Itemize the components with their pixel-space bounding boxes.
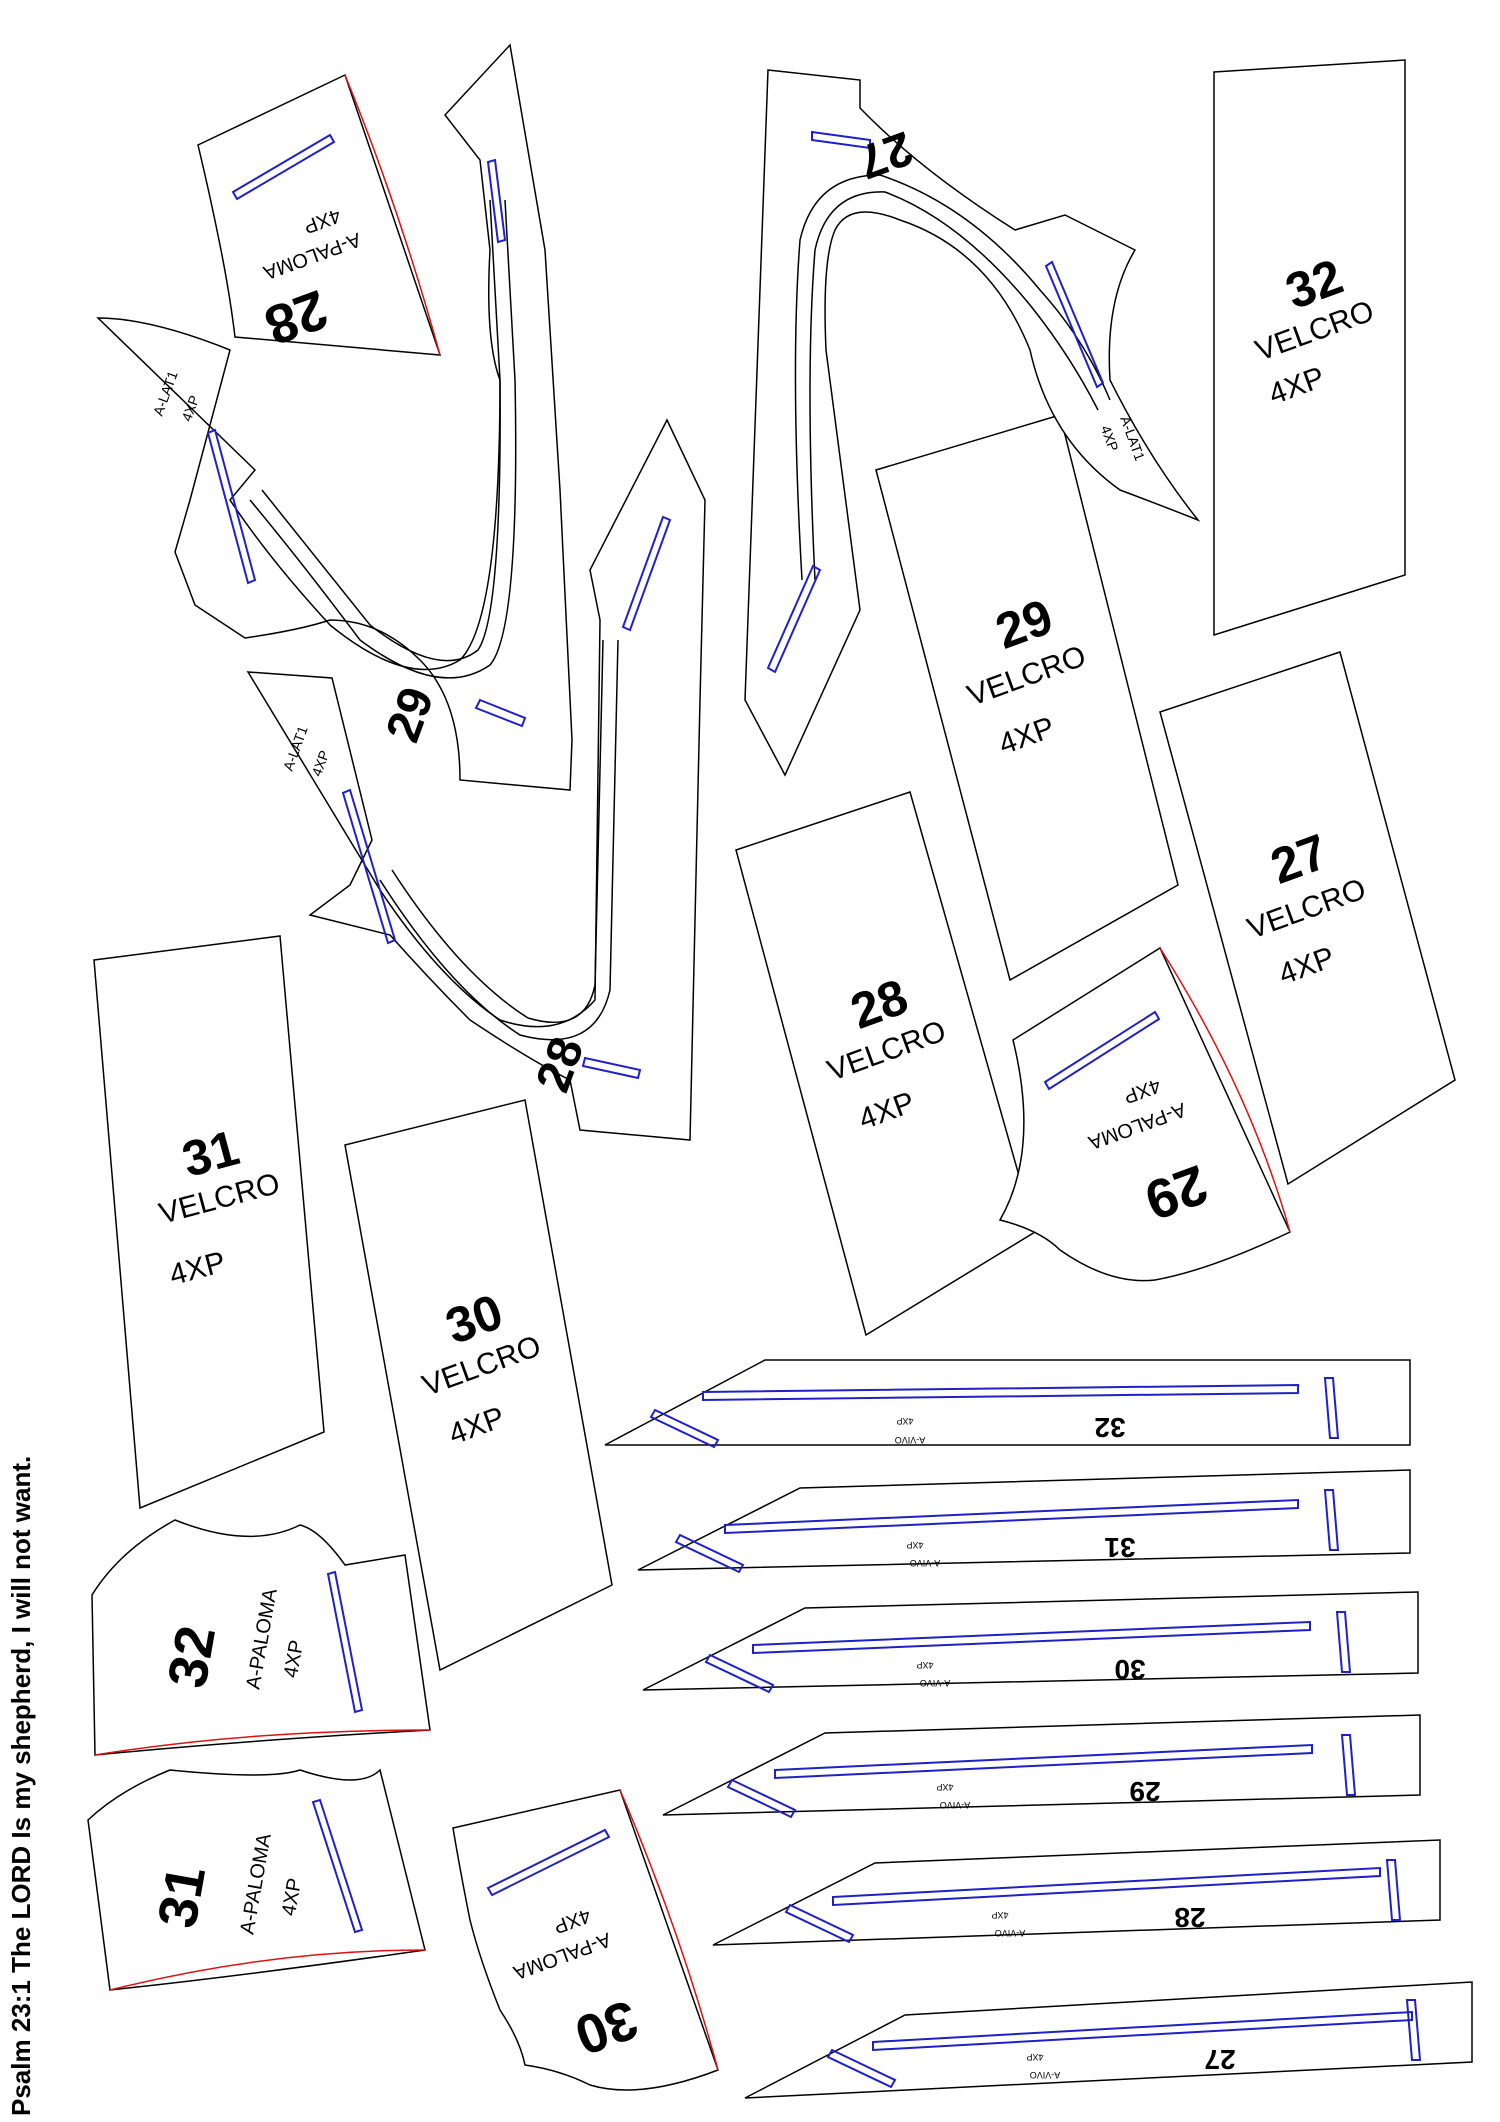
paloma-piece-29[interactable]: 29 A-PALOMA 4XP (998, 946, 1291, 1282)
vivo-strip-31[interactable]: 31 A-VIVO 4XP (637, 1469, 1411, 1574)
velcro-piece-28[interactable]: 28 VELCRO 4XP (735, 791, 1036, 1337)
strip-number: 32 (1094, 1412, 1125, 1443)
vivo-label: A-VIVO (895, 1435, 926, 1445)
lat-piece-28[interactable]: 28 A-LAT1 4XP (246, 418, 706, 1141)
velcro-piece-30[interactable]: 30 VELCRO 4XP (344, 1099, 613, 1672)
piece-number: 31 (145, 1861, 217, 1932)
size-label: 4XP (896, 1416, 913, 1426)
paloma-piece-31[interactable]: 31 A-PALOMA 4XP (87, 1768, 426, 1991)
vivo-strip-28[interactable]: 28 A-VIVO 4XP (712, 1839, 1441, 1946)
strip-number: 29 (1129, 1776, 1160, 1807)
size-label: 4XP (916, 1660, 933, 1670)
vivo-label: A-VIVO (995, 1928, 1026, 1938)
vivo-strip-30[interactable]: 30 A-VIVO 4XP (642, 1591, 1419, 1694)
size-label: 4XP (936, 1782, 953, 1792)
strip-number: 30 (1114, 1654, 1145, 1685)
paloma-piece-32[interactable]: 32 A-PALOMA 4XP (91, 1519, 431, 1756)
vivo-label: A-VIVO (920, 1678, 951, 1688)
strip-number: 28 (1174, 1902, 1205, 1933)
velcro-piece-32[interactable]: 32 VELCRO 4XP (1213, 59, 1406, 637)
velcro-piece-27[interactable]: 27 VELCRO 4XP (1159, 651, 1456, 1186)
velcro-piece-31[interactable]: 31 VELCRO 4XP (93, 935, 325, 1510)
vivo-strip-27[interactable]: 27 A-VIVO 4XP (744, 1981, 1473, 2099)
strip-number: 27 (1204, 2044, 1235, 2075)
vivo-label: A-VIVO (1030, 2070, 1061, 2080)
velcro-piece-29[interactable]: 29 VELCRO 4XP (875, 414, 1179, 982)
vivo-strip-32[interactable]: 32 A-VIVO 4XP (604, 1359, 1411, 1449)
size-label: 4XP (906, 1540, 923, 1550)
vivo-label: A-VIVO (910, 1558, 941, 1568)
piece-number: 29 (376, 681, 444, 749)
paloma-piece-28[interactable]: 28 A-PALOMA 4XP (197, 73, 442, 357)
vivo-label: A-VIVO (940, 1800, 971, 1810)
size-label: 4XP (991, 1910, 1008, 1920)
paloma-piece-30[interactable]: 30 A-PALOMA 4XP (452, 1789, 719, 2091)
vivo-strip-29[interactable]: 29 A-VIVO 4XP (662, 1714, 1421, 1819)
size-label: 4XP (1026, 2052, 1043, 2062)
strip-number: 31 (1104, 1532, 1135, 1563)
piece-number: 32 (155, 1621, 227, 1692)
verse-text: Psalm 23:1 The LORD Is my shepherd, I wi… (6, 1456, 36, 2116)
